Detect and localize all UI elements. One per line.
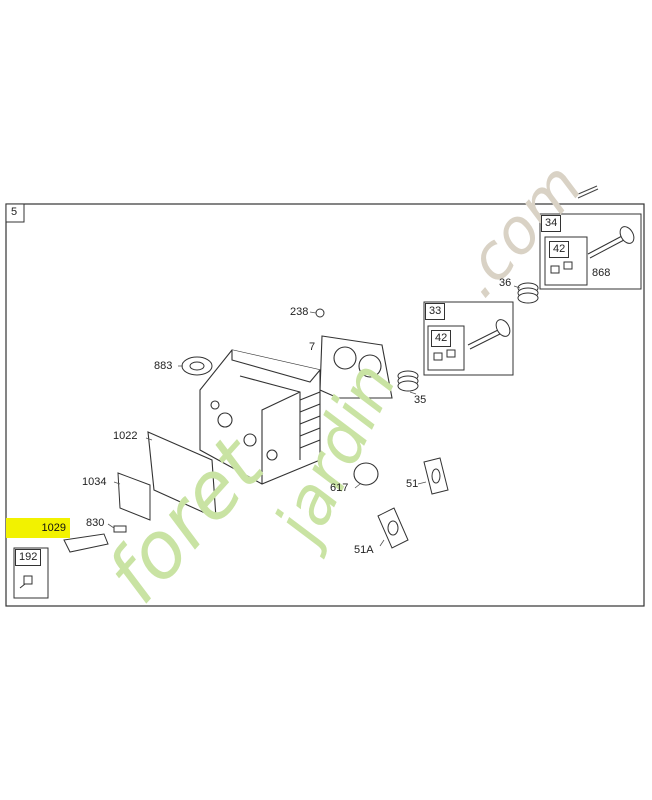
frame-number: 5 xyxy=(11,206,18,218)
valve-33 xyxy=(467,319,511,350)
part-883 xyxy=(181,356,213,376)
kit-label-42a: 42 xyxy=(549,241,570,258)
callout-35: 35 xyxy=(414,394,427,406)
callout-617: 617 xyxy=(330,482,349,494)
valve-868 xyxy=(587,226,635,259)
callout-830: 830 xyxy=(86,517,105,529)
callout-883: 883 xyxy=(154,360,173,372)
kit-label-192: 192 xyxy=(15,549,42,566)
spring-36 xyxy=(517,282,539,304)
keepers-42b xyxy=(433,349,456,361)
kit-label-34: 34 xyxy=(541,215,562,232)
callout-1034: 1034 xyxy=(82,476,107,488)
highlighted-part-label[interactable]: 1029 xyxy=(6,518,70,538)
cylinder-head xyxy=(199,349,321,485)
callout-238: 238 xyxy=(290,306,309,318)
callout-1022: 1022 xyxy=(113,430,138,442)
kit-box-42a xyxy=(544,236,588,286)
pin-part xyxy=(575,185,599,199)
spring-35 xyxy=(397,370,419,392)
callout-868: 868 xyxy=(592,267,611,279)
screw-238 xyxy=(315,308,325,318)
part-192 xyxy=(19,575,33,589)
gasket-51 xyxy=(423,457,449,495)
kit-label-42b: 42 xyxy=(431,330,452,347)
o-ring-617 xyxy=(353,462,379,486)
kit-label-33: 33 xyxy=(425,303,446,320)
diagram-frame xyxy=(5,203,645,607)
callout-36: 36 xyxy=(499,277,512,289)
part-1029 xyxy=(63,533,109,553)
callout-51: 51 xyxy=(406,478,419,490)
leader-lines xyxy=(107,285,521,547)
gasket-7 xyxy=(319,335,393,399)
gasket-1022 xyxy=(147,431,217,519)
gasket-51A xyxy=(377,507,409,549)
kit-box-42b xyxy=(427,325,465,371)
frame-number-box xyxy=(5,203,25,223)
callout-51A: 51A xyxy=(354,544,374,556)
keepers-42a xyxy=(550,261,573,274)
part-830 xyxy=(113,525,127,533)
plate-1034 xyxy=(117,472,151,521)
callout-7: 7 xyxy=(309,341,316,353)
